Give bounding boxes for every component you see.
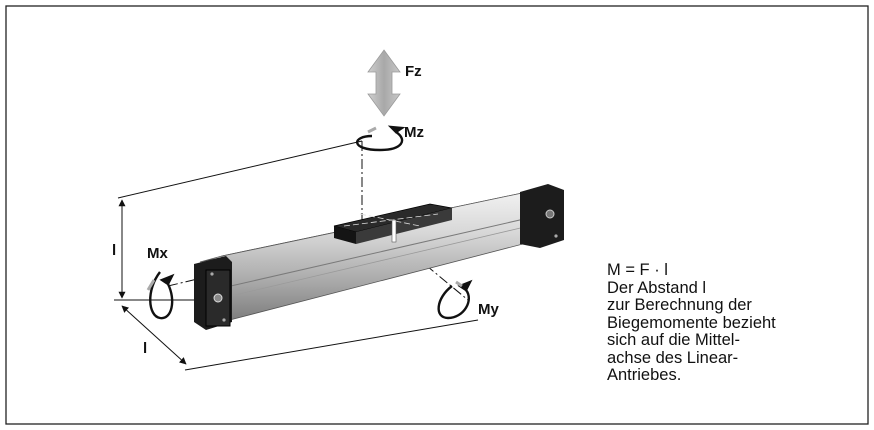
moment-y-label: My [478,301,499,318]
caption-text: M = F · l Der Abstand l zur Berechnung d… [607,261,869,385]
carriage-front [334,226,356,244]
moment-z-label: Mz [404,124,424,141]
caption-line-1: Der Abstand l [607,278,707,297]
caption-line-3: Biegemomente bezieht [607,313,776,332]
carriage-side [356,208,452,244]
moment-z-symbol [356,125,406,152]
border-frame [5,5,869,425]
right-end-cap [520,184,564,248]
force-z-label: Fz [405,63,422,80]
force-z-arrow [367,49,401,117]
length-vertical-label: l [112,242,117,259]
left-screw-top [210,272,214,276]
moment-y-symbol [437,279,473,320]
linear-drive [194,184,564,330]
caption-formula: M = F · l [607,261,668,279]
bottom-diagonal-dim [121,305,187,365]
moment-x-symbol [146,271,175,320]
y-axis-line [397,241,469,301]
right-screw [554,234,558,238]
carriage-marker [391,219,397,243]
caption-line-6: Antriebes. [607,366,682,384]
left-port [213,293,223,303]
caption-line-5: achse des Linear- [607,348,739,367]
bottom-extension [184,319,479,371]
right-port [545,209,555,219]
moment-x-label: Mx [147,245,168,262]
drive-groove-2 [221,221,547,299]
left-screw-bottom [222,318,226,322]
top-reference-line [117,140,363,199]
caption-line-4: sich auf die Mittel- [607,331,740,349]
carriage-cross-2 [359,213,421,227]
caption-line-2: zur Berechnung der [607,296,752,314]
length-horizontal-label: l [143,340,148,357]
drive-groove [221,213,547,289]
